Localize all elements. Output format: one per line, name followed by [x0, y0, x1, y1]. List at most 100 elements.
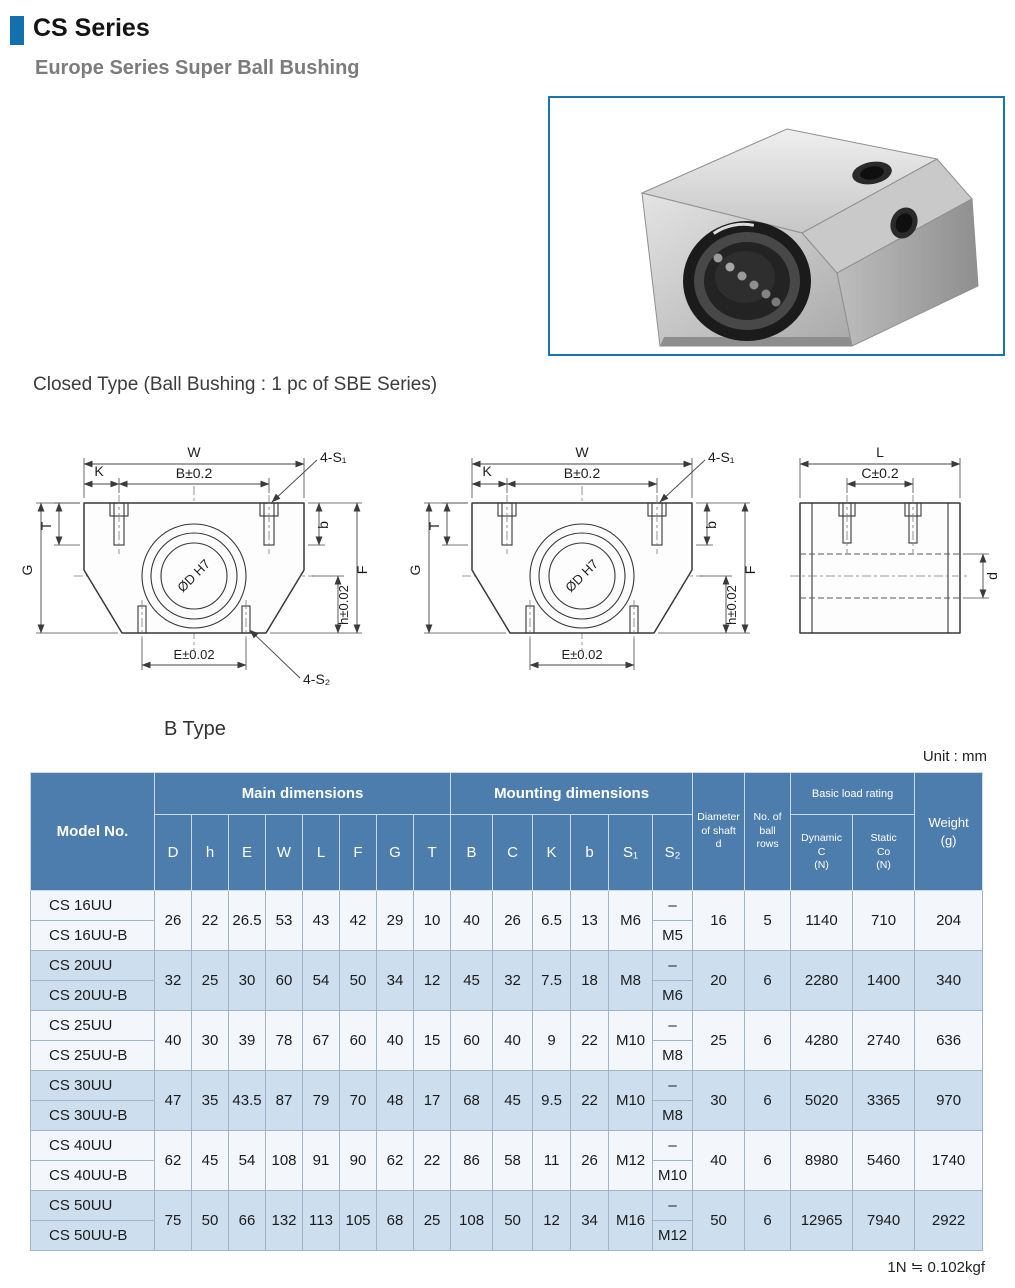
cell: 40 — [376, 1010, 414, 1071]
cell: 34 — [376, 950, 414, 1011]
cell: 54 — [228, 1130, 266, 1191]
table-row: CS 20UU-B M6 — [30, 980, 983, 1011]
cell: 108 — [265, 1130, 303, 1191]
cell: 45 — [191, 1130, 229, 1191]
cell: 54 — [302, 950, 340, 1011]
cell: 13 — [570, 890, 610, 951]
cell: 40 — [450, 890, 494, 951]
cell: 87 — [265, 1070, 303, 1131]
title-accent-bar — [10, 16, 24, 45]
closed-type-caption: Closed Type (Ball Bushing : 1 pc of SBE … — [33, 374, 438, 395]
table-row: CS 30UU-B M8 — [30, 1100, 983, 1131]
cell: 9 — [532, 1010, 572, 1071]
s2-cell: M8 — [652, 1100, 694, 1131]
cell: 105 — [339, 1190, 377, 1251]
table-row: CS 25UU 40 30 39 78 67 60 40 15 60 40 9 … — [30, 1010, 984, 1071]
table-row: CS 40UU-B M10 — [30, 1160, 983, 1191]
cell: 12 — [412, 950, 452, 1011]
dim-W: W — [187, 444, 201, 460]
cell: 7940 — [852, 1190, 916, 1251]
cell: 58 — [492, 1130, 534, 1191]
dim-B: B±0.2 — [564, 465, 601, 481]
cell: 2740 — [852, 1010, 916, 1071]
cell: 50 — [339, 950, 377, 1011]
model-cell: CS 30UU — [30, 1070, 155, 1101]
cell: M10 — [608, 1070, 654, 1131]
col-L: L — [302, 814, 340, 891]
cell: 42 — [339, 890, 377, 951]
cell: 26.5 — [228, 890, 266, 951]
cell: 22 — [412, 1130, 452, 1191]
conversion-note: 1N ≒ 0.102kgf — [887, 1259, 985, 1276]
col-model: Model No. — [30, 772, 155, 891]
cell: 34 — [570, 1190, 610, 1251]
cell: 6 — [744, 950, 792, 1011]
cell: 39 — [228, 1010, 266, 1071]
table-row: CS 16UU-B M5 — [30, 920, 983, 951]
block-outline — [83, 502, 305, 634]
cell: 40 — [692, 1130, 746, 1191]
cell: 108 — [450, 1190, 494, 1251]
dim-C: C±0.2 — [861, 465, 898, 481]
cell: 45 — [450, 950, 494, 1011]
block-base — [659, 337, 852, 346]
cell: 50 — [191, 1190, 229, 1251]
dim-G: G — [407, 565, 423, 576]
cell: 62 — [154, 1130, 192, 1191]
spec-table: Model No. Main dimensions Mounting dimen… — [30, 772, 984, 1251]
dim-h: h±0.02 — [724, 585, 739, 625]
cell: 48 — [376, 1070, 414, 1131]
cell: 10 — [412, 890, 452, 951]
page-subtitle: Europe Series Super Ball Bushing — [35, 57, 360, 79]
model-cell: CS 30UU-B — [30, 1100, 155, 1131]
dim-T: T — [38, 521, 54, 530]
cell: 5 — [744, 890, 792, 951]
ball — [771, 297, 780, 307]
s2-cell: – — [652, 1190, 694, 1221]
col-dynamic-c: Dynamic C (N) — [790, 814, 854, 891]
col-b: b — [570, 814, 610, 891]
label-4-s1: 4-S₁ — [320, 449, 347, 465]
cell: 22 — [570, 1070, 610, 1131]
col-F: F — [339, 814, 377, 891]
cell: 25 — [191, 950, 229, 1011]
cell: 1400 — [852, 950, 916, 1011]
cell: 40 — [492, 1010, 534, 1071]
unit-label: Unit : mm — [922, 748, 987, 765]
cell: 43.5 — [228, 1070, 266, 1131]
mount-hole-inner — [859, 166, 884, 180]
model-cell: CS 16UU-B — [30, 920, 155, 951]
dim-F: F — [354, 566, 370, 575]
model-cell: CS 50UU — [30, 1190, 155, 1221]
cell: 5460 — [852, 1130, 916, 1191]
cell: 53 — [265, 890, 303, 951]
s2-cell: – — [652, 1130, 694, 1161]
dim-K: K — [482, 463, 492, 479]
cell: 60 — [450, 1010, 494, 1071]
col-W: W — [265, 814, 303, 891]
cell: 35 — [191, 1070, 229, 1131]
cell: 47 — [154, 1070, 192, 1131]
header-row: D h E W L F G T B C K b S₁ S₂ Dynamic C … — [31, 814, 983, 891]
model-cell: CS 20UU-B — [30, 980, 155, 1011]
col-shaft-diameter: Diameter of shaft d — [692, 772, 746, 891]
col-ball-rows: No. of ball rows — [744, 772, 792, 891]
cell: 26 — [570, 1130, 610, 1191]
cell: 1740 — [914, 1130, 984, 1191]
s2-cell: – — [652, 1070, 694, 1101]
model-cell: CS 40UU — [30, 1130, 155, 1161]
front-view-drawing-b-type: ØD H7 W B±0.2 K 4-S₁ T G b h±0.02 F E±0. — [19, 444, 370, 687]
cell: 91 — [302, 1130, 340, 1191]
dim-F: F — [742, 566, 758, 575]
cell: 25 — [412, 1190, 452, 1251]
cell: 2280 — [790, 950, 854, 1011]
product-photo — [639, 128, 979, 347]
cell: 60 — [339, 1010, 377, 1071]
model-cell: CS 25UU-B — [30, 1040, 155, 1071]
cell: 113 — [302, 1190, 340, 1251]
model-cell: CS 25UU — [30, 1010, 155, 1041]
table-row: CS 50UU-B M12 — [30, 1220, 983, 1251]
col-S1: S₁ — [608, 814, 654, 891]
s2-cell: M10 — [652, 1160, 694, 1191]
dim-W: W — [575, 444, 589, 460]
